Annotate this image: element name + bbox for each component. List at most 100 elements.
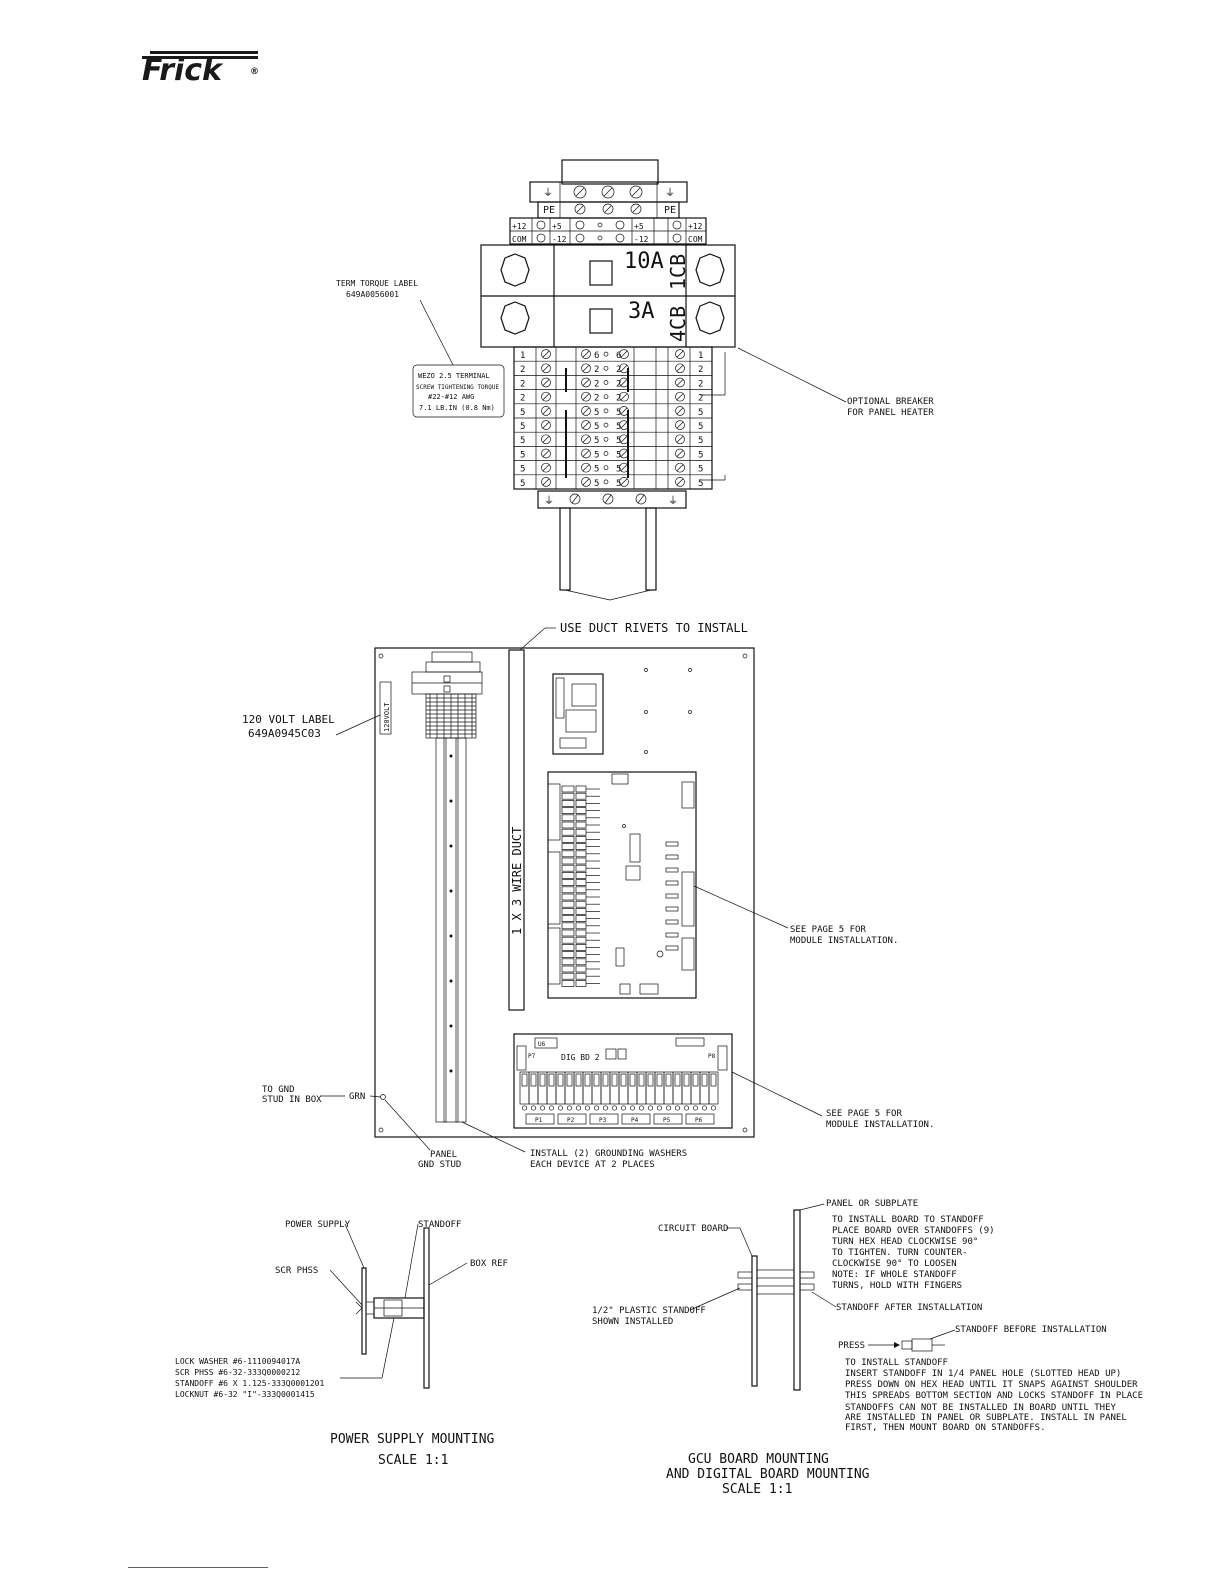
ps-part-3: STANDOFF #6 X 1.125-333Q0001201: [175, 1379, 324, 1388]
optional-breaker-1: OPTIONAL BREAKER: [847, 397, 934, 407]
torque-note-2: SCREW TIGHTENING TORQUE: [416, 384, 499, 391]
small-relay-board: [552, 668, 692, 755]
terminal-number: 1: [520, 351, 525, 361]
torque-note-1: WEZO 2.5 TERMINAL: [418, 372, 490, 380]
terminal-number-right: 2: [698, 365, 703, 375]
rail-mid2-top: +5: [634, 222, 644, 231]
terminal-center-number-2: 5: [616, 408, 621, 418]
svg-text:U6: U6: [538, 1041, 546, 1048]
terminal-center-number-2: 2: [616, 394, 621, 404]
breaker-top-id: 1CB: [666, 254, 690, 290]
frick-logo: Frick ®: [142, 51, 259, 88]
logo-registered: ®: [250, 67, 259, 77]
svg-text:⏚: ⏚: [665, 187, 675, 199]
ps-part-2: SCR PHSS #6-32-333Q0000212: [175, 1368, 300, 1377]
terminal-center-number: 6: [594, 351, 599, 361]
digital-connector-label: P2: [567, 1117, 575, 1124]
power-supply-mounting: POWER SUPPLY STANDOFF SCR PHSS BOX REF L…: [175, 1220, 508, 1468]
terminal-number-right: 2: [698, 394, 703, 404]
terminal-number-right: 5: [698, 479, 703, 489]
terminal-center-number: 5: [594, 465, 599, 475]
install-instruction-line: TO TIGHTEN. TURN COUNTER-: [832, 1248, 967, 1258]
volt-label-2: 649A0945C03: [248, 727, 321, 740]
gnd-stud-box-1: TO GND: [262, 1085, 295, 1095]
rail-right-bottom: COM: [688, 235, 703, 244]
terminal-number: 2: [520, 394, 525, 404]
breaker-bottom-id: 4CB: [666, 306, 690, 342]
terminal-number: 5: [520, 479, 525, 489]
standoff-note-line: ARE INSTALLED IN PANEL OR SUBPLATE. INST…: [845, 1413, 1127, 1423]
panel-gnd-stud: [380, 1094, 386, 1100]
footer-link-rule: [128, 1567, 268, 1568]
install-standoff-line: INSERT STANDOFF IN 1/4 PANEL HOLE (SLOTT…: [845, 1369, 1121, 1379]
terminal-number: 5: [520, 436, 525, 446]
mini-terminal-rows: [426, 694, 476, 738]
grn-label: GRN: [349, 1092, 365, 1102]
digital-side-right: P8: [708, 1053, 716, 1060]
terminal-center-number-2: 5: [616, 450, 621, 460]
svg-text:⏚: ⏚: [543, 187, 553, 199]
torque-note-3: #22-#12 AWG: [428, 393, 474, 401]
power-supply-label: POWER SUPPLY: [285, 1220, 351, 1230]
term-torque-part: 649A0056001: [346, 290, 399, 299]
terminal-number: 5: [520, 465, 525, 475]
terminal-number-right: 1: [698, 351, 703, 361]
panel-gnd-stud-1: PANEL: [430, 1150, 457, 1160]
terminal-center-number-2: 2: [616, 379, 621, 389]
terminal-assembly: ⏚ ⏚ PE PE +12 COM +5 -12 +5 -12 +12 COM: [336, 159, 934, 601]
install-instruction-line: PLACE BOARD OVER STANDOFFS (9): [832, 1226, 995, 1236]
rail-left-bottom: COM: [512, 235, 527, 244]
terminal-center-number-2: 2: [616, 365, 621, 375]
digital-connector-label: P4: [631, 1117, 639, 1124]
digital-board-label: DIG BD 2: [561, 1053, 600, 1062]
terminal-number: 5: [520, 422, 525, 432]
terminal-number-right: 5: [698, 436, 703, 446]
install-standoff-line: THIS SPREADS BOTTOM SECTION AND LOCKS ST…: [845, 1391, 1143, 1401]
gcu-relay-columns: [561, 785, 679, 987]
ps-part-1: LOCK WASHER #6-1110094017A: [175, 1357, 300, 1366]
terminal-center-number-2: 5: [616, 479, 621, 489]
install-instruction-line: TURN HEX HEAD CLOCKWISE 90°: [832, 1237, 978, 1247]
rail-mount-dots: [449, 754, 453, 1073]
install-instruction-line: TO INSTALL BOARD TO STANDOFF: [832, 1215, 984, 1225]
logo-text: Frick: [142, 53, 224, 88]
terminal-center-number: 5: [594, 479, 599, 489]
box-ref-label: BOX REF: [470, 1259, 508, 1269]
standoff-before: STANDOFF BEFORE INSTALLATION: [955, 1325, 1107, 1335]
terminal-number: 5: [520, 450, 525, 460]
grounding-washers-1: INSTALL (2) GROUNDING WASHERS: [530, 1149, 687, 1159]
pe-label-left: PE: [543, 205, 555, 216]
gcu-title-1: GCU BOARD MOUNTING: [688, 1452, 829, 1467]
svg-text:⏚: ⏚: [544, 495, 554, 507]
terminal-center-number-2: 6: [616, 351, 621, 361]
install-instruction-line: NOTE: IF WHOLE STANDOFF: [832, 1270, 957, 1280]
ps-scale: SCALE 1:1: [378, 1453, 448, 1468]
gcu-main-board: [547, 771, 697, 999]
scr-phss-label: SCR PHSS: [275, 1266, 318, 1276]
standoff-note-line: FIRST, THEN MOUNT BOARD ON STANDOFFS.: [845, 1423, 1045, 1433]
standoff-after: STANDOFF AFTER INSTALLATION: [836, 1303, 982, 1313]
breaker-bottom-rating: 3A: [628, 299, 655, 324]
terminal-number-right: 5: [698, 465, 703, 475]
terminal-number-right: 2: [698, 379, 703, 389]
gcu-board-mounting: CIRCUIT BOARD PANEL OR SUBPLATE TO INSTA…: [592, 1199, 1143, 1497]
standoff-note: STANDOFFS CAN NOT BE INSTALLED IN BOARD …: [845, 1403, 1127, 1433]
rail-mid-bottom: -12: [552, 235, 567, 244]
volt-label-1: 120 VOLT LABEL: [242, 713, 335, 726]
terminal-number-right: 5: [698, 422, 703, 432]
press-label: PRESS: [838, 1341, 865, 1351]
rail-left-top: +12: [512, 222, 527, 231]
digital-connector-label: P5: [663, 1117, 671, 1124]
standoff-note-line: STANDOFFS CAN NOT BE INSTALLED IN BOARD …: [845, 1403, 1117, 1413]
wire-duct-label: 1 X 3 WIRE DUCT: [510, 827, 524, 935]
terminal-center-number-2: 5: [616, 422, 621, 432]
terminal-number-right: 5: [698, 408, 703, 418]
see-page-digital-2: MODULE INSTALLATION.: [826, 1120, 934, 1130]
breaker-top-rating: 10A: [624, 249, 664, 274]
torque-note-4: 7.1 LB.IN (0.8 Nm): [419, 404, 495, 412]
rail-mid-top: +5: [552, 222, 562, 231]
